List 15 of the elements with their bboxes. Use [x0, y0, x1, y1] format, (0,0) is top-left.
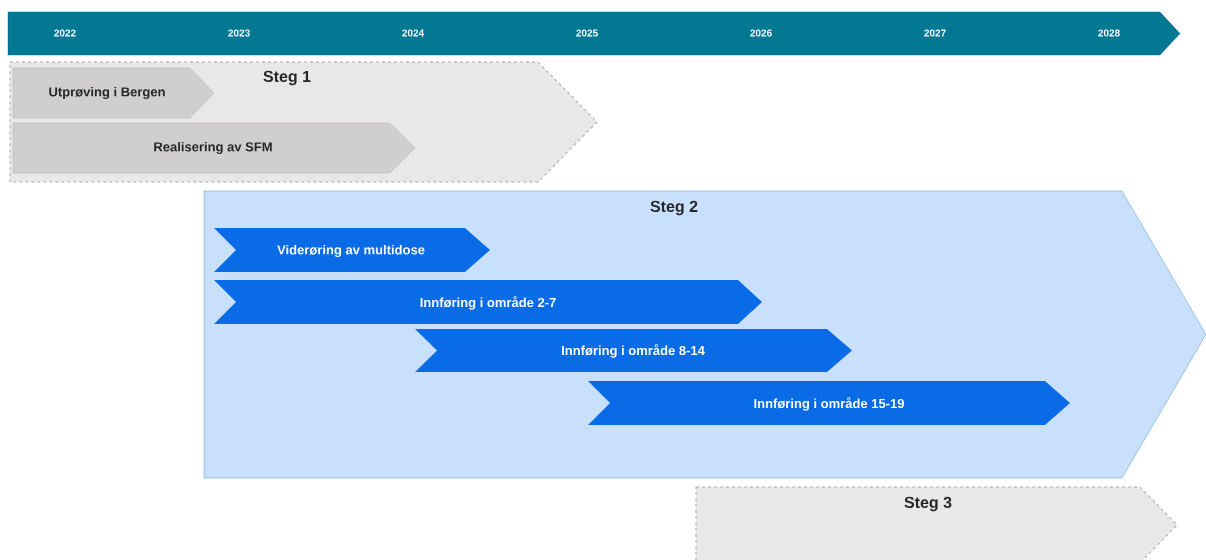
year-label: 2026	[750, 29, 772, 37]
task-bar: Realisering av SFM	[12, 122, 416, 174]
task-bar: Innføring i område 2-7	[214, 280, 762, 324]
year-label: 2028	[1098, 29, 1120, 37]
task-bar: Utprøving i Bergen	[12, 67, 215, 119]
year-label: 2027	[924, 29, 946, 37]
year-label: 2025	[576, 29, 598, 37]
task-bar: Innføring i område 8-14	[415, 329, 852, 372]
year-label: 2024	[402, 29, 425, 37]
task-bar: Innføring i område 15-19	[588, 381, 1070, 425]
task-bar: Viderøring av multidose	[214, 228, 490, 272]
year-label: 2023	[228, 29, 250, 37]
stage-band: Steg 3	[695, 486, 1178, 560]
year-label: 2022	[54, 29, 76, 37]
timeline-bar	[7, 11, 1181, 56]
